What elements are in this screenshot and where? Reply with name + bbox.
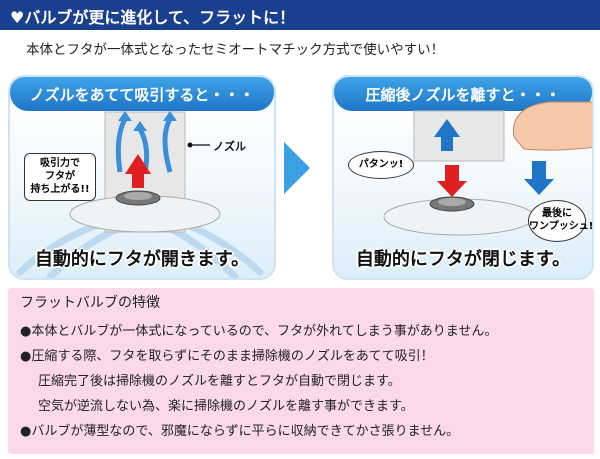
callout-line-2: フタが: [45, 171, 75, 182]
nozzle-label: ノズル: [213, 140, 246, 153]
pop-bubble: パタンッ!: [348, 151, 414, 179]
panel-header: ノズルをあてて吸引すると・・・: [10, 77, 274, 111]
callout-line-3: 持ち上がる!!: [30, 184, 90, 195]
open-illustration-panel: ノズルをあてて吸引すると・・・ ノズル: [8, 75, 276, 280]
finish-bubble: 最後に ワンプッシュ!: [528, 200, 594, 242]
feature-line: ●本体とバルブが一体式になっているので、フタが外れてしまう事がありません。: [20, 324, 498, 339]
finish-line-2: ワンプッシュ!: [529, 221, 594, 232]
close-illustration: [383, 101, 592, 236]
chevron-right-icon: [284, 142, 310, 194]
panel-caption-open: 自動的にフタが開きます。: [34, 249, 250, 270]
feature-line: ●バルブが薄型なので、邪魔にならずに平らに収納できてかさ張りません。: [20, 424, 460, 439]
panel-title-close: 圧縮後ノズルを離すと・・・: [365, 86, 561, 104]
callout-line-1: 吸引力で: [40, 158, 80, 169]
subtitle: 本体とフタが一体式となったセミオートマチック方式で使いやすい！: [26, 42, 445, 58]
lift-callout: 吸引力で フタが 持ち上がる!!: [24, 153, 96, 201]
panel-title-open: ノズルをあてて吸引すると・・・: [29, 86, 255, 104]
features-box: [8, 288, 594, 454]
feature-line: ●圧縮する際、フタを取らずにそのまま掃除機のノズルをあてて吸引！: [20, 349, 434, 364]
header-banner: ♥バルブが更に進化して、フラットに！: [0, 0, 600, 30]
open-illustration: [16, 111, 264, 278]
finish-line-1: 最後に: [542, 208, 572, 219]
features-title: フラットバルブの特徴: [20, 295, 160, 311]
banner-title: ♥バルブが更に進化して、フラットに！: [10, 8, 296, 27]
panel-caption-close: 自動的にフタが閉じます。: [355, 249, 571, 270]
feature-line: 圧縮完了後は掃除機のノズルを離すとフタが自動で閉じます。: [38, 374, 401, 389]
feature-line: 空気が逆流しない為、楽に掃除機のノズルを離す事ができます。: [38, 399, 414, 414]
